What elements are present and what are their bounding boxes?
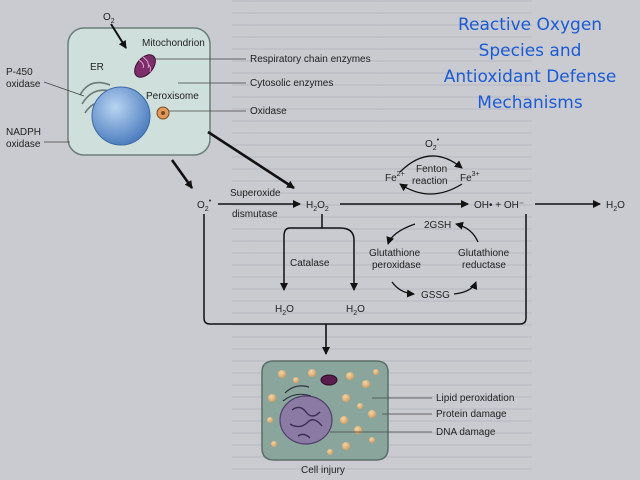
fenton-lower-arc [399, 183, 463, 195]
protein-damage-label: Protein damage [436, 409, 507, 420]
water-right-label: H2O [606, 200, 625, 213]
slide-title: Reactive Oxygen Species and Antioxidant … [443, 15, 617, 113]
gr-label-line1: Glutathione [458, 248, 510, 259]
normal-cell: Mitochondrion ER Peroxisome [67, 27, 211, 156]
fenton-label-line2: reaction [412, 176, 448, 187]
mitochondrion-label: Mitochondrion [142, 38, 205, 49]
fe2-label: Fe2+ [385, 171, 405, 184]
superoxide-radical: O2• [197, 198, 212, 213]
injury-collector-line [203, 214, 527, 325]
gsh-label: 2GSH [424, 220, 451, 231]
fe3-label: Fe3+ [460, 171, 480, 184]
cell-to-superoxide-arrow [170, 159, 194, 189]
dna-damage-label: DNA damage [436, 427, 496, 438]
sod-label-line2: dismutase [232, 209, 278, 220]
gsh-to-gpx-arc [386, 223, 416, 245]
er-label: ER [90, 62, 104, 73]
nadph-label-line1: NADPH [6, 127, 41, 138]
cell-to-h2o2-arrow [207, 130, 295, 190]
fenton-o2-label: O2• [425, 137, 440, 152]
injured-mitochondrion [320, 374, 338, 386]
injured-cell [261, 360, 389, 461]
p450-label-line2: oxidase [6, 79, 41, 90]
lipid-peroxidation-label: Lipid peroxidation [436, 393, 514, 404]
o2-input-label: O2 [103, 12, 115, 25]
fenton-label-line1: Fenton [416, 164, 447, 175]
cytosolic-enzymes-label: Cytosolic enzymes [250, 78, 333, 89]
gr-label-line2: reductase [462, 260, 506, 271]
water-gpx-label: H2O [346, 304, 365, 317]
peroxisome-label: Peroxisome [146, 91, 199, 102]
gssg-label: GSSG [421, 290, 450, 301]
catalase-arrow [280, 214, 323, 291]
nucleus [91, 86, 151, 146]
respiratory-chain-label: Respiratory chain enzymes [250, 54, 371, 65]
p450-label-line1: P-450 [6, 67, 33, 78]
gpx-label-line1: Glutathione [369, 248, 421, 259]
gr-to-gsh-arc [455, 221, 479, 243]
gpx-to-gssg-arc [391, 281, 415, 298]
cell-injury-caption: Cell injury [301, 465, 345, 476]
water-catalase-label: H2O [275, 304, 294, 317]
fenton-upper-arc [399, 155, 463, 173]
oh-products-label: OH• + OH⁻ [474, 200, 524, 211]
o2-entry-arrow [110, 23, 127, 49]
damaged-nucleus [279, 395, 333, 445]
oxidase-label: Oxidase [250, 106, 287, 117]
glutathione-branch-arrow [339, 227, 358, 291]
h2o2-label: H2O2 [306, 200, 329, 213]
catalase-label: Catalase [290, 258, 330, 269]
gpx-label-line2: peroxidase [372, 260, 421, 271]
nadph-label-line2: oxidase [6, 139, 41, 150]
sod-label-line1: Superoxide [230, 188, 281, 199]
gssg-to-gr-arc [453, 281, 478, 295]
